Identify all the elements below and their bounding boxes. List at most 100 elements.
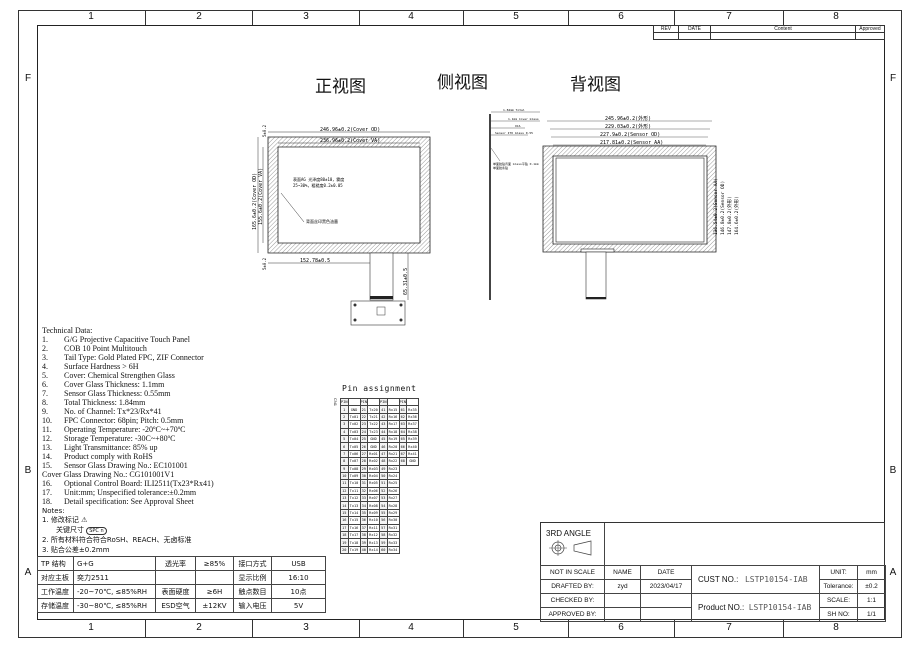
side-view: 1.84mm Total 1.1mm Cover Glass OCA Senso…	[489, 108, 540, 300]
zone-row-label: A	[24, 567, 32, 578]
pin-number: 65	[398, 434, 407, 444]
note-1-key: 关键尺寸	[56, 525, 84, 534]
pin-number: 57	[379, 523, 388, 533]
zone-row-label: F	[889, 73, 897, 84]
signal-header	[386, 397, 400, 407]
side-label-cover: 1.1mm Cover Glass	[508, 117, 539, 121]
item-number: 11.	[42, 425, 52, 434]
pin-signal: Rx13	[367, 538, 380, 547]
pin-signal	[407, 524, 419, 531]
pin-number: 56	[379, 516, 388, 525]
pin-header: PIN	[359, 397, 368, 407]
pin-number: 47	[379, 449, 388, 459]
pin-number: 12	[340, 486, 349, 496]
item-number: 9.	[42, 407, 48, 416]
item-text: Cover Glass Drawing No.: CG101001V1	[42, 470, 175, 479]
side-view-title: 侧视图	[437, 73, 488, 93]
pin-number: 25	[359, 434, 368, 444]
technical-data-item: 14.Product comply with RoHS	[42, 452, 214, 461]
item-number: 12.	[42, 434, 52, 443]
pin-signal: Rx39	[406, 434, 419, 444]
pin-number: 34	[359, 501, 368, 510]
technical-data: Technical Data: 1.G/G Projective Capacit…	[42, 326, 214, 506]
technical-data-item: 1.G/G Projective Capacitive Touch Panel	[42, 335, 214, 344]
pin-signal: Tx23	[367, 427, 380, 436]
technical-data-item: 16.Optional Control Board: ILI2511(Tx23*…	[42, 479, 214, 488]
spec-cell: G+G	[73, 556, 156, 571]
pin-signal: Rx08	[367, 501, 380, 510]
pin-signal: Rx12	[367, 531, 380, 540]
item-text: No. of Channel: Tx*23/Rx*41	[64, 407, 162, 416]
item-text: Sensor Glass Drawing No.: EC101001	[64, 461, 188, 470]
technical-data-item: 9. No. of Channel: Tx*23/Rx*41	[42, 407, 214, 416]
dim-fpc-offset: 152.78±0.5	[300, 258, 330, 264]
note-ag: 表面AG 光泽度80±10，雾度	[293, 176, 344, 182]
item-number: 6.	[42, 380, 48, 389]
technical-data-item: 15.Sensor Glass Drawing No.: EC101001	[42, 461, 214, 470]
pin-signal: Tx03	[347, 427, 361, 436]
spec-cell: 透光率	[155, 556, 196, 571]
pin-number: 49	[379, 464, 388, 473]
zone-divider	[568, 10, 569, 25]
item-text: Cover: Chemical Strengthen Glass	[64, 371, 175, 380]
pin-number	[399, 532, 407, 539]
projection-label: 3RD ANGLE	[546, 529, 591, 538]
zone-column-label: 2	[196, 622, 202, 633]
zone-column-label: 5	[513, 11, 519, 22]
spec-cell: 工作温度	[37, 584, 74, 599]
pin-signal: Tx08	[347, 464, 361, 473]
pin-number	[399, 546, 407, 553]
drawing-inner-frame	[37, 25, 885, 620]
pin-number: 52	[379, 486, 388, 496]
spec-cell	[195, 570, 234, 585]
pin-signal: Rx36	[406, 412, 419, 422]
zone-column-label: 2	[196, 11, 202, 22]
pin-number: 45	[379, 434, 388, 444]
back-dim-1: 245.96±0.2(外形)	[605, 115, 651, 122]
zone-divider	[463, 620, 464, 638]
dim-width-va: 236.96±0.2(Cover VA)	[320, 138, 380, 144]
item-text: Storage Temperature: -30C~+80ºC	[64, 434, 176, 443]
item-text: Operating Temperature: -20ºC~+70ºC	[64, 425, 186, 434]
spec-cell: 10点	[271, 584, 326, 599]
pin-number: 42	[379, 412, 388, 422]
pin-signal: Rx07	[367, 494, 380, 503]
scale-label: SCALE:	[819, 593, 858, 608]
item-number: 13.	[42, 443, 52, 452]
item-text: Sensor Glass Thickness: 0.55mm	[64, 389, 171, 398]
pin-signal: Rx21	[386, 449, 400, 459]
zone-row-label: B	[24, 465, 32, 476]
technical-data-title: Technical Data:	[42, 326, 93, 335]
dim-top: 5±0.2	[262, 124, 267, 137]
pin-signal: Rx34	[386, 545, 400, 555]
pin-signal: Rx22	[386, 457, 400, 466]
pin-signal: Tx04	[347, 434, 361, 444]
pin-number: 32	[359, 486, 368, 496]
technical-data-item: 12. Storage Temperature: -30C~+80ºC	[42, 434, 214, 443]
side-note: 单面胶贴背面 Glass平贴 0.1mm 单面胶条贴	[493, 162, 539, 170]
technical-data-item: 7.Sensor Glass Thickness: 0.55mm	[42, 389, 214, 398]
drafted-by: zyd	[604, 579, 641, 594]
pin-number: 40	[359, 545, 368, 555]
item-number: 17.	[42, 488, 52, 497]
spec-cell: -20~70℃, ≤85%RH	[73, 584, 156, 599]
unit-label: UNIT:	[819, 565, 858, 580]
zone-divider	[359, 620, 360, 638]
zone-row-label: B	[889, 465, 897, 476]
product-no: LSTP10154-IAB	[748, 603, 812, 612]
dim-bottom: 5±0.2	[262, 257, 267, 270]
spec-cell: ESD空气	[155, 598, 196, 613]
pin-signal: Rx06	[367, 486, 380, 496]
zone-column-label: 8	[833, 11, 839, 22]
product-no-label: Product NO.:	[698, 603, 745, 612]
pin-signal	[407, 502, 419, 509]
spec-cell: 奕力2511	[73, 570, 156, 585]
